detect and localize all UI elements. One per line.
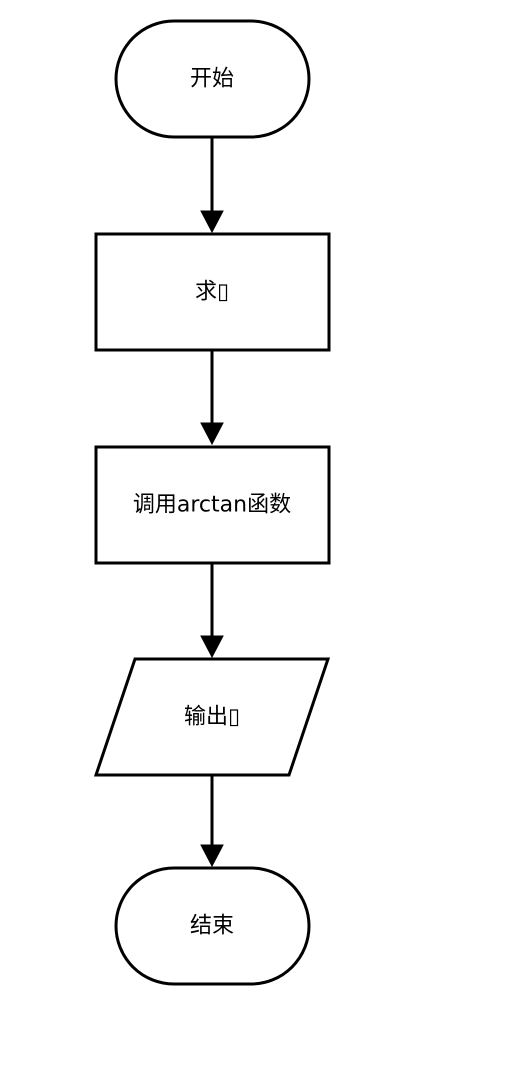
node-start: 开始 xyxy=(114,19,311,139)
node-end: 结束 xyxy=(114,866,311,986)
node-call-label: 调用arctan函数 xyxy=(133,493,291,518)
node-output-label: 输出▯ xyxy=(184,705,240,730)
edge-call-to-output xyxy=(200,563,224,659)
edge-compute-to-call xyxy=(200,350,224,446)
arrowhead-icon xyxy=(200,844,224,868)
process-shape xyxy=(94,232,331,352)
edge-output-to-end xyxy=(200,775,224,868)
terminator-shape xyxy=(114,866,311,986)
edge-start-to-compute xyxy=(200,137,224,234)
arrowhead-icon xyxy=(200,210,224,234)
node-call: 调用arctan函数 xyxy=(94,445,331,565)
io-shape xyxy=(93,657,331,777)
node-start-label: 开始 xyxy=(190,67,234,92)
arrowhead-icon xyxy=(200,422,224,446)
node-compute-label: 求▯ xyxy=(195,280,229,305)
arrowhead-icon xyxy=(200,635,224,659)
node-output: 输出▯ xyxy=(93,657,331,777)
node-compute: 求▯ xyxy=(94,232,331,352)
process-shape xyxy=(94,445,331,565)
terminator-shape xyxy=(114,19,311,139)
node-end-label: 结束 xyxy=(190,914,234,939)
